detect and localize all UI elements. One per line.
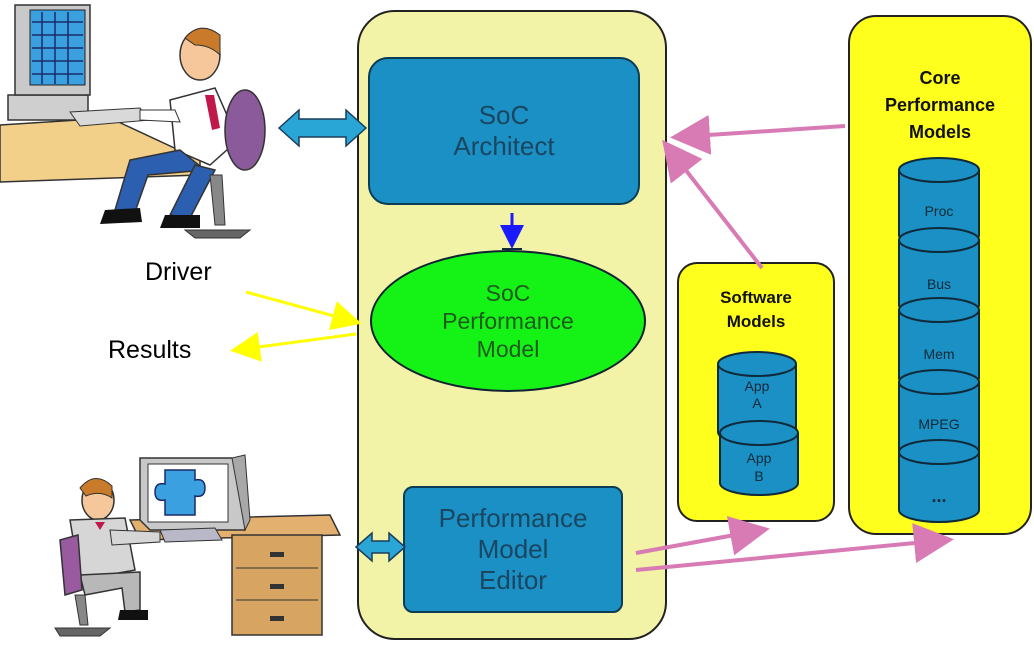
results-arrow	[230, 331, 357, 362]
core-performance-models-title-line3: Models	[908, 122, 971, 142]
app-b-line1: App	[746, 450, 772, 466]
performance-model-editor-box: Performance Model Editor	[403, 486, 623, 613]
soc-performance-model-ellipse: SoC Performance Model	[370, 250, 646, 392]
driver-arrow	[245, 290, 362, 331]
performance-model-editor-line1: Performance	[438, 503, 588, 533]
soc-architect-box: SoC Architect	[368, 57, 640, 205]
mem-label-text: Mem	[923, 346, 955, 362]
editor-double-arrow	[354, 531, 407, 563]
performance-model-editor-line3: Editor	[479, 565, 547, 595]
software-to-architect-arrow	[662, 139, 764, 270]
proc-label-text: Proc	[924, 203, 954, 219]
core-performance-models-title-line2: Performance	[884, 95, 996, 115]
architect-person-illustration	[0, 4, 266, 239]
software-models-title-line1: Software	[720, 288, 792, 307]
mpeg-label-text: MPEG	[918, 416, 960, 432]
soc-architect-line2: Architect	[453, 131, 555, 161]
editor-person-illustration	[54, 454, 342, 637]
app-b-cylinder	[719, 420, 799, 496]
performance-model-editor-line2: Model	[477, 534, 549, 564]
proc-cylinder	[898, 157, 980, 248]
editor-to-software-arrow	[635, 516, 770, 556]
app-b-line2: B	[754, 468, 764, 484]
app-a-line1: App	[744, 378, 770, 394]
core-to-architect-arrow	[670, 114, 846, 155]
soc-performance-model-line3: Model	[476, 336, 540, 362]
software-models-title-line2: Models	[726, 312, 786, 331]
bus-cylinder	[898, 227, 980, 318]
more-label-text: ...	[931, 486, 947, 506]
results-label: Results	[108, 336, 192, 364]
soc-performance-model-line1: SoC	[485, 280, 531, 306]
more-cylinder	[898, 439, 980, 523]
core-performance-models-title-line1: Core	[919, 68, 961, 88]
editor-to-core-arrow	[635, 523, 954, 572]
bus-label-text: Bus	[926, 276, 952, 292]
app-a-line2: A	[752, 395, 762, 411]
driver-label: Driver	[145, 258, 212, 286]
soc-architect-line1: SoC	[478, 100, 530, 130]
architect-double-arrow	[277, 108, 368, 148]
soc-performance-model-line2: Performance	[442, 308, 574, 334]
